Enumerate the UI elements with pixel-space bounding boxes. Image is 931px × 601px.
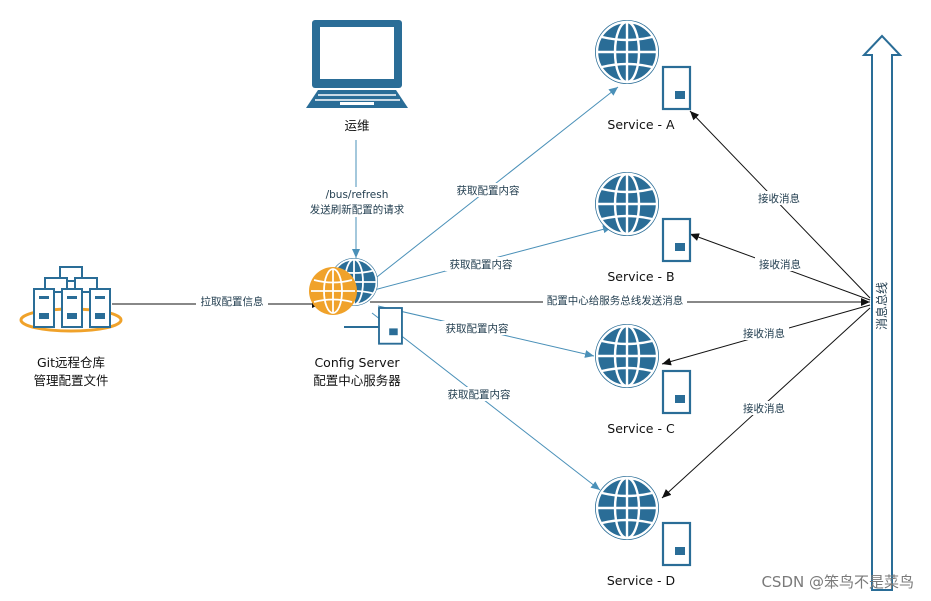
edge-config-to-service-d (371, 312, 601, 491)
globe-server-icon (593, 170, 692, 263)
service-a-label: Service - A (607, 117, 675, 132)
label-fetch-d: 获取配置内容 (448, 388, 511, 401)
monitor-icon (306, 20, 408, 108)
ops-label: 运维 (344, 118, 369, 133)
label-recv-a: 接收消息 (758, 192, 800, 205)
label-fetch-b: 获取配置内容 (450, 258, 513, 271)
service-d-node: Service - D (593, 474, 692, 588)
ops-node: 运维 (306, 20, 408, 133)
up-arrow-icon (861, 34, 903, 591)
service-d-label: Service - D (607, 573, 675, 588)
watermark: CSDN @笨鸟不是菜鸟 (761, 573, 914, 591)
config-server-node: Config Server 配置中心服务器 (309, 257, 403, 388)
globe-server-icon (593, 322, 692, 415)
label-fetch-c: 获取配置内容 (446, 322, 509, 335)
message-bus-label: 消息总线 (874, 282, 889, 330)
label-pull-config: 拉取配置信息 (201, 295, 264, 308)
git-repo-title: Git远程仓库 (37, 355, 105, 370)
label-recv-b: 接收消息 (759, 258, 801, 271)
label-recv-d: 接收消息 (743, 402, 785, 415)
globe-server-icon (593, 474, 692, 567)
label-config-to-bus: 配置中心给服务总线发送消息 (547, 294, 684, 307)
label-send-refresh-request: 发送刷新配置的请求 (310, 203, 405, 216)
service-c-label: Service - C (607, 421, 675, 436)
git-repo-node: Git远程仓库 管理配置文件 (19, 266, 123, 388)
service-c-node: Service - C (593, 322, 692, 436)
service-a-node: Service - A (593, 18, 692, 132)
message-bus: 消息总线 (861, 34, 903, 591)
config-server-subtitle: 配置中心服务器 (313, 373, 401, 388)
label-fetch-a: 获取配置内容 (457, 184, 520, 197)
globe-server-icon (593, 18, 692, 111)
server-cluster-icon (19, 266, 123, 333)
service-b-node: Service - B (593, 170, 692, 284)
config-server-title: Config Server (314, 355, 400, 370)
service-b-label: Service - B (607, 269, 674, 284)
label-recv-c: 接收消息 (743, 327, 785, 340)
git-repo-subtitle: 管理配置文件 (33, 373, 108, 388)
globe-server-icon (309, 257, 403, 345)
label-bus-refresh: /bus/refresh (326, 189, 389, 201)
